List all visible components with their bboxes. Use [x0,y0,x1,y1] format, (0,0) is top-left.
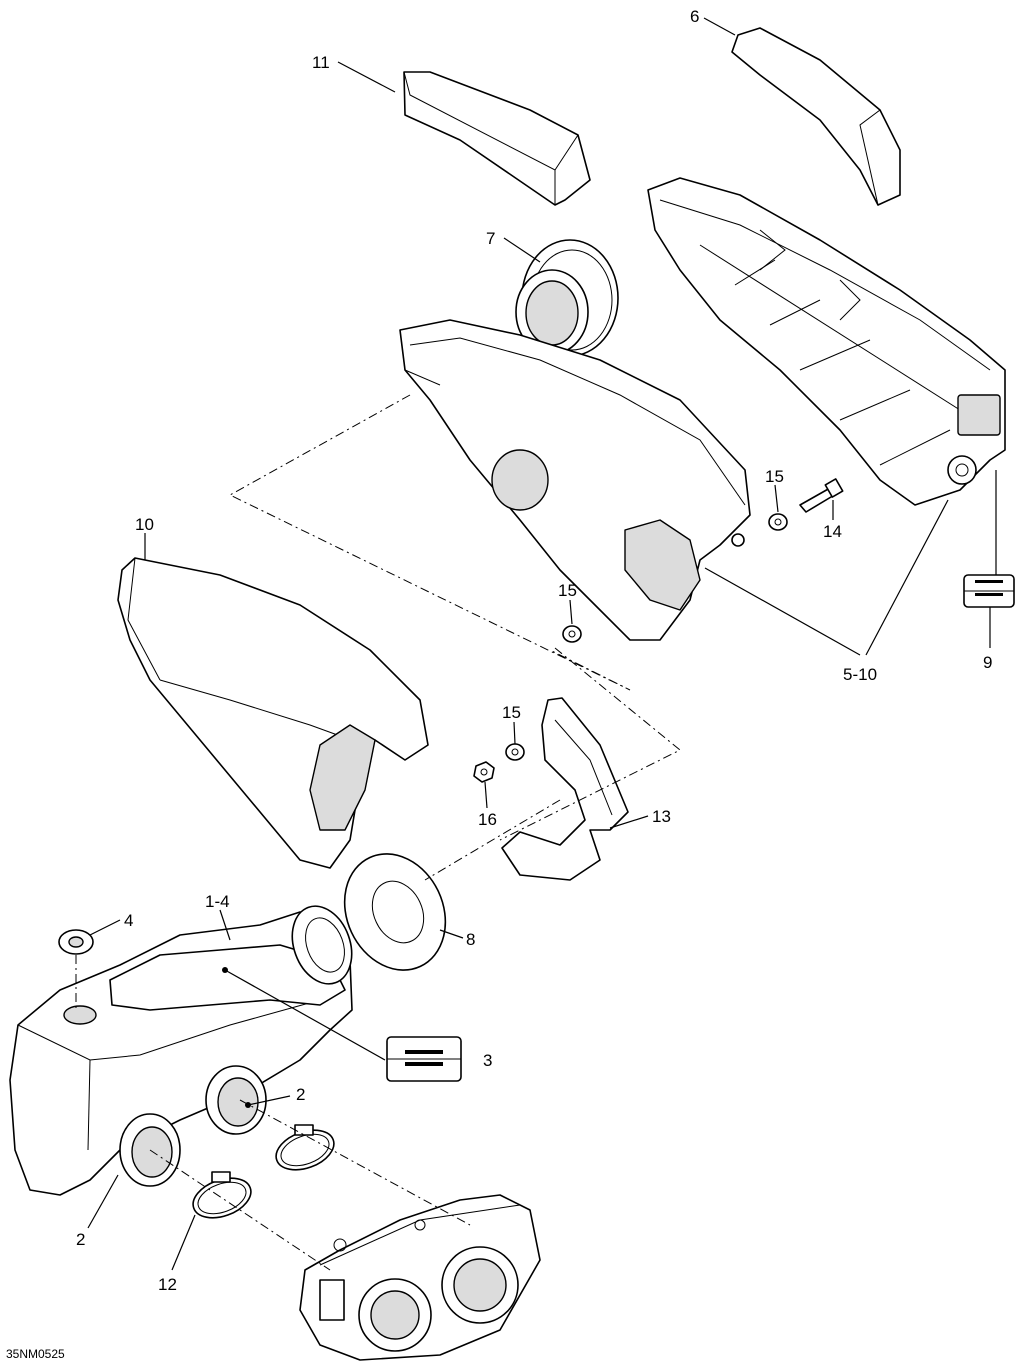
part-11-foam-block [403,71,591,206]
leader-3 [224,969,386,1061]
callout-9: 9 [983,653,992,672]
nut-16 [473,761,495,783]
callout-15c: 15 [502,703,521,722]
part-7-sleeve [515,239,619,357]
assembly-line-clamp-lower [149,1149,331,1271]
callout-12: 12 [158,1275,177,1294]
leader-2b [247,1095,291,1106]
bolt-14 [799,478,844,513]
leader-15c [513,721,516,745]
callout-10: 10 [135,515,154,534]
leader-3-dot [222,967,228,973]
callout-2a: 2 [76,1230,85,1249]
part-6-foam-block [731,27,901,206]
callout-6: 6 [690,7,699,26]
callout-15b: 15 [558,581,577,600]
carburetor-assembly [299,1194,541,1361]
callout-11: 11 [312,53,330,72]
part-9-label-decal [963,574,1015,608]
callout-5-10: 5-10 [843,665,877,684]
part-9-upper-housing [647,177,1006,506]
callout-2b: 2 [296,1085,305,1104]
leader-15b [569,599,573,625]
part-13-bracket [501,697,629,881]
callout-4: 4 [124,911,133,930]
part-3-label-decal [386,1036,462,1082]
assembly-line-clamp-upper [239,1099,471,1226]
leader-12 [171,1214,196,1271]
callout-16: 16 [478,810,497,829]
leader-7 [503,237,541,263]
callout-8: 8 [466,930,475,949]
leader-11 [337,61,396,93]
leader-5-10a [704,567,861,656]
part-4-grommet [58,929,94,955]
washer-15-lower [505,743,525,761]
assembly-line-gasket [424,799,561,881]
leader-8 [439,929,464,939]
leader-5-10b [865,499,949,656]
callout-14: 14 [823,522,842,541]
leader-2a [87,1174,119,1229]
washer-15-upper [768,513,788,531]
part-8-gasket-ring [343,853,447,971]
part-12-clamp-lower [192,1171,252,1219]
part-2-clamp-upper [275,1124,335,1171]
callout-1-4: 1-4 [205,892,230,911]
leader-1-4 [219,909,231,941]
callout-15a: 15 [765,467,784,486]
callout-7: 7 [486,229,495,248]
leader-6 [703,17,736,36]
leader-4 [89,919,121,936]
part-1-4-intake-silencer [9,905,353,1196]
leader-15a [774,484,779,513]
washer-15-middle [562,625,582,643]
part-5-10-airbox-lid [399,319,751,641]
callout-13: 13 [652,807,671,826]
figure-code: 35NM0525 [6,1347,65,1361]
leader-13 [609,815,649,829]
leader-16 [484,781,488,809]
assembly-line-lid-filter [228,394,631,691]
part-10-filter [117,557,429,869]
callout-3: 3 [483,1051,492,1070]
leader-2b-dot [245,1102,251,1108]
